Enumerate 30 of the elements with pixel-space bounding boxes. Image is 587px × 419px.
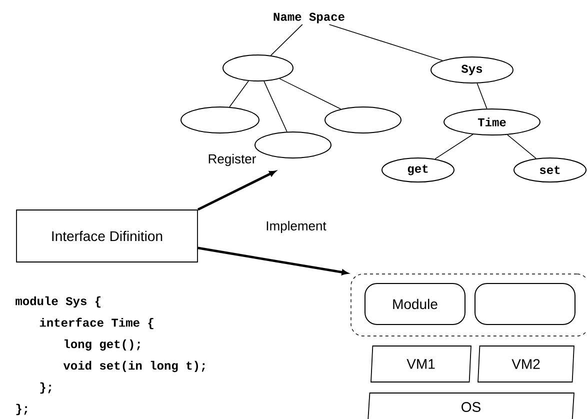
interface-box: Interface Difinition	[16, 210, 198, 262]
edge-label: Implement	[264, 220, 328, 234]
layer-box: OS	[368, 392, 574, 419]
dashed-group-box	[350, 274, 587, 336]
tree-line	[507, 134, 536, 159]
tree-line	[264, 80, 288, 132]
tree-node-ellipse	[180, 106, 260, 134]
arrow	[198, 246, 348, 276]
tree-node-ellipse	[222, 54, 294, 82]
tree-line	[229, 80, 249, 108]
code-line: };	[40, 382, 52, 394]
edge-label: Register	[206, 152, 258, 168]
module-box: Module	[364, 283, 466, 325]
arrow	[197, 170, 276, 211]
tree-line	[279, 78, 342, 110]
code-line: module Sys {	[16, 296, 101, 308]
tree-line	[434, 134, 474, 160]
tree-line	[270, 24, 303, 56]
code-line: interface Time {	[40, 318, 154, 330]
tree-line	[328, 24, 443, 61]
module-box	[474, 283, 576, 325]
layer-box: VM1	[370, 346, 472, 382]
tree-root-label: Name Space	[274, 12, 344, 24]
tree-line	[476, 82, 488, 109]
layer-box: VM2	[478, 346, 574, 382]
code-line: long get();	[64, 339, 140, 351]
tree-node-ellipse	[324, 106, 402, 134]
code-line: void set(in long t);	[63, 360, 205, 372]
code-line: };	[16, 404, 28, 416]
tree-node-ellipse	[254, 132, 332, 158]
